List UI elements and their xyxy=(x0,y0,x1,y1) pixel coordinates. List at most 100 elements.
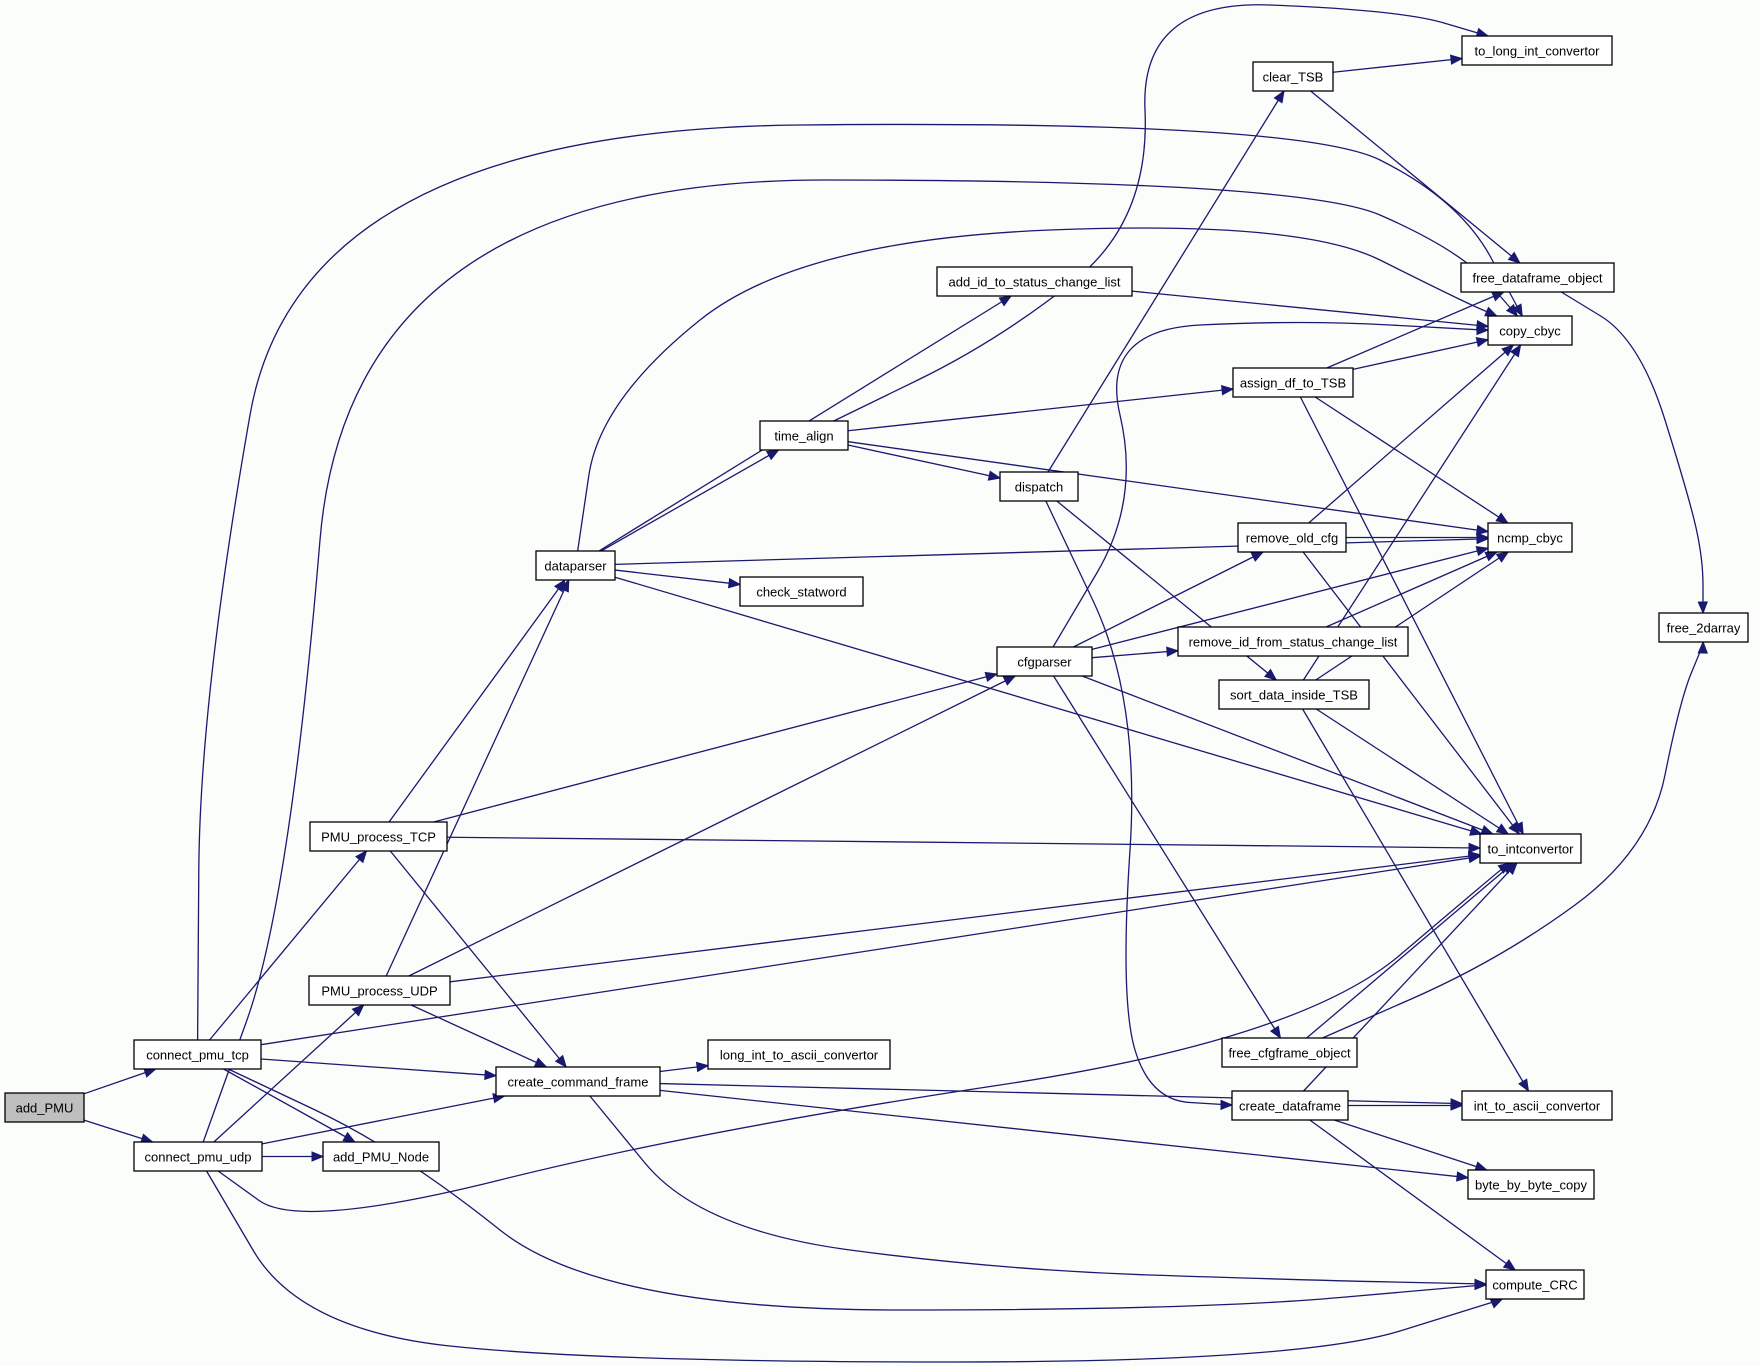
node-byte_by_byte_copy[interactable]: byte_by_byte_copy xyxy=(1467,1169,1595,1200)
node-PMU_process_TCP[interactable]: PMU_process_TCP xyxy=(309,821,448,852)
edge-clear_TSB-to-free_dataframe_object xyxy=(1310,90,1521,264)
node-check_statword[interactable]: check_statword xyxy=(739,576,864,607)
node-box xyxy=(1487,315,1573,346)
node-box xyxy=(535,550,616,581)
node-label: ncmp_cbyc xyxy=(1497,531,1563,546)
arrowhead-icon xyxy=(1697,640,1708,654)
edge-cfgparser-to-remove_id_from_status_change_list xyxy=(1091,650,1179,659)
node-int_to_ascii_convertor[interactable]: int_to_ascii_convertor xyxy=(1461,1090,1613,1121)
node-remove_old_cfg[interactable]: remove_old_cfg xyxy=(1237,522,1347,553)
arrowhead-icon xyxy=(1501,344,1515,357)
arrowhead-icon xyxy=(1480,824,1495,835)
node-box xyxy=(1487,522,1573,553)
node-box xyxy=(1461,1090,1613,1121)
node-add_id_to_status_change_list[interactable]: add_id_to_status_change_list xyxy=(936,266,1133,297)
arrowhead-icon xyxy=(533,1057,548,1068)
node-box xyxy=(1232,367,1354,398)
edge-connect_pmu_tcp-to-to_intconvertor xyxy=(260,855,1481,1046)
node-create_dataframe[interactable]: create_dataframe xyxy=(1231,1090,1349,1121)
node-box xyxy=(133,1039,262,1070)
arrowhead-icon xyxy=(355,849,368,864)
edge-create_command_frame-to-compute_CRC xyxy=(589,1095,1486,1285)
node-box xyxy=(759,420,849,451)
node-sort_data_inside_TSB[interactable]: sort_data_inside_TSB xyxy=(1218,679,1370,710)
edge-cfgparser-to-free_cfgframe_object xyxy=(1053,675,1281,1039)
node-assign_df_to_TSB[interactable]: assign_df_to_TSB xyxy=(1232,367,1354,398)
node-box xyxy=(1485,1269,1585,1300)
node-label: connect_pmu_tcp xyxy=(146,1048,249,1063)
arrowhead-icon xyxy=(1220,1099,1234,1111)
node-label: int_to_ascii_convertor xyxy=(1474,1099,1601,1114)
node-free_2darray[interactable]: free_2darray xyxy=(1658,612,1749,643)
arrowhead-icon xyxy=(1507,251,1521,264)
edge-cfgparser-to-ncmp_cbyc xyxy=(1091,547,1489,650)
node-add_PMU[interactable]: add_PMU xyxy=(4,1092,85,1123)
arrowhead-icon xyxy=(987,470,1002,481)
node-label: clear_TSB xyxy=(1263,70,1324,85)
node-add_PMU_Node[interactable]: add_PMU_Node xyxy=(322,1141,440,1172)
edge-remove_old_cfg-to-copy_cbyc xyxy=(1308,344,1514,524)
node-connect_pmu_tcp[interactable]: connect_pmu_tcp xyxy=(133,1039,262,1070)
node-box xyxy=(322,1141,440,1172)
arrowhead-icon xyxy=(1505,303,1519,317)
arrowhead-icon xyxy=(1518,1078,1530,1093)
edge-cfgparser-to-remove_old_cfg xyxy=(1073,551,1264,648)
node-clear_TSB[interactable]: clear_TSB xyxy=(1252,61,1334,92)
arrowhead-icon xyxy=(1273,89,1285,104)
node-box xyxy=(1252,61,1334,92)
node-label: create_command_frame xyxy=(508,1075,649,1090)
edge-cfgparser-to-copy_cbyc xyxy=(1052,321,1489,648)
edge-free_cfgframe_object-to-free_2darray xyxy=(1322,641,1704,1039)
node-long_int_to_ascii_convertor[interactable]: long_int_to_ascii_convertor xyxy=(707,1039,891,1070)
edge-dispatch-to-clear_TSB xyxy=(1047,90,1285,473)
edge-remove_id_from_status_change_list-to-ncmp_cbyc xyxy=(1325,551,1498,628)
arrowhead-icon xyxy=(1484,306,1498,317)
node-compute_CRC[interactable]: compute_CRC xyxy=(1485,1269,1585,1300)
node-PMU_process_UDP[interactable]: PMU_process_UDP xyxy=(308,975,451,1006)
node-dispatch[interactable]: dispatch xyxy=(999,471,1079,502)
arrowhead-icon xyxy=(1467,850,1482,862)
edge-connect_pmu_udp-to-copy_cbyc xyxy=(202,179,1518,1143)
edge-PMU_process_TCP-to-cfgparser xyxy=(433,673,998,823)
node-create_command_frame[interactable]: create_command_frame xyxy=(495,1066,661,1097)
arrowhead-icon xyxy=(1166,646,1180,657)
edge-dataparser-to-ncmp_cbyc xyxy=(614,538,1489,565)
node-label: dispatch xyxy=(1015,480,1063,495)
arrowhead-icon xyxy=(1456,1171,1470,1182)
edge-connect_pmu_udp-to-to_intconvertor xyxy=(217,862,1511,1213)
node-ncmp_cbyc[interactable]: ncmp_cbyc xyxy=(1487,522,1573,553)
node-cfgparser[interactable]: cfgparser xyxy=(996,646,1093,677)
node-time_align[interactable]: time_align xyxy=(759,420,849,451)
node-to_long_int_convertor[interactable]: to_long_int_convertor xyxy=(1461,35,1613,66)
arrowhead-icon xyxy=(1476,532,1490,543)
arrowhead-icon xyxy=(1263,668,1278,681)
arrowhead-icon xyxy=(1474,1278,1488,1290)
node-remove_id_from_status_change_list[interactable]: remove_id_from_status_change_list xyxy=(1177,626,1409,657)
node-label: dataparser xyxy=(544,559,607,574)
edge-add_id_to_status_change_list-to-copy_cbyc xyxy=(1131,290,1489,327)
node-connect_pmu_udp[interactable]: connect_pmu_udp xyxy=(133,1141,263,1172)
arrowhead-icon xyxy=(1468,842,1482,854)
node-box xyxy=(1221,1037,1358,1068)
node-to_intconvertor[interactable]: to_intconvertor xyxy=(1479,833,1582,864)
node-free_dataframe_object[interactable]: free_dataframe_object xyxy=(1460,262,1615,293)
arrowhead-icon xyxy=(1512,303,1523,318)
edge-PMU_process_UDP-to-dataparser xyxy=(385,579,570,977)
node-copy_cbyc[interactable]: copy_cbyc xyxy=(1487,315,1573,346)
arrowhead-icon xyxy=(1221,385,1235,396)
node-free_cfgframe_object[interactable]: free_cfgframe_object xyxy=(1221,1037,1358,1068)
arrowhead-icon xyxy=(1502,1258,1517,1271)
node-box xyxy=(309,821,448,852)
arrowhead-icon xyxy=(1697,601,1708,615)
arrowhead-icon xyxy=(1505,862,1518,875)
arrowhead-icon xyxy=(1484,551,1499,562)
node-dataparser[interactable]: dataparser xyxy=(535,550,616,581)
edge-dataparser-to-check_statword xyxy=(614,569,741,586)
node-box xyxy=(1177,626,1409,657)
arrowhead-icon xyxy=(1475,545,1490,557)
node-label: cfgparser xyxy=(1017,655,1072,670)
arrowhead-icon xyxy=(311,1151,325,1162)
node-label: free_2darray xyxy=(1667,621,1741,636)
edge-connect_pmu_udp-to-create_command_frame xyxy=(261,1095,505,1145)
